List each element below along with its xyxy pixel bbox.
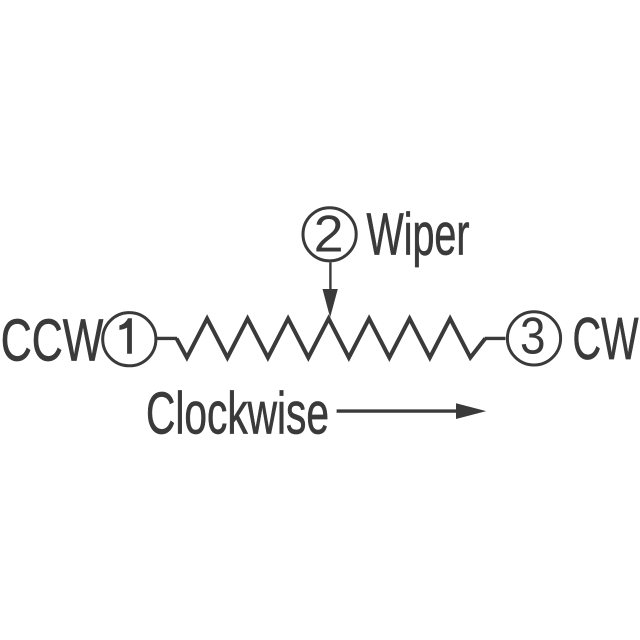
svg-text:CCW: CCW <box>1 308 104 374</box>
svg-text:Clockwise: Clockwise <box>146 380 329 446</box>
svg-text:3: 3 <box>520 307 546 365</box>
svg-text:Wiper: Wiper <box>367 202 470 268</box>
svg-text:2: 2 <box>314 205 344 263</box>
svg-text:CW: CW <box>573 306 639 372</box>
